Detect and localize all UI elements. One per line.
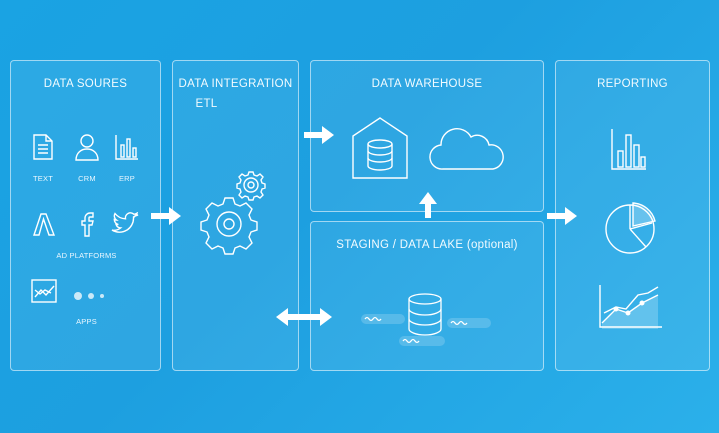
facebook-icon xyxy=(79,211,95,237)
source-label-erp: ERP xyxy=(118,174,136,183)
source-label-text: TEXT xyxy=(33,174,53,183)
pie-chart-icon xyxy=(604,201,660,257)
adwords-icon xyxy=(31,211,57,237)
document-icon xyxy=(32,133,54,161)
arrow-right-icon xyxy=(545,205,579,227)
line-chart-icon xyxy=(31,279,57,303)
etl-subtitle: ETL xyxy=(195,98,218,110)
arrow-right-icon xyxy=(149,205,183,227)
data-sources-panel: DATA SOURES TEXT CRM ERP AD PLATFORMS xyxy=(10,60,161,371)
app-dots-icon xyxy=(73,291,107,301)
source-label-crm: CRM xyxy=(78,174,96,183)
data-warehouse-title: DATA WAREHOUSE xyxy=(371,78,483,90)
area-line-chart-icon xyxy=(598,283,664,329)
twitter-icon xyxy=(110,212,140,236)
staging-data-lake-panel: STAGING / DATA LAKE (optional) xyxy=(310,221,544,371)
bar-chart-icon xyxy=(114,133,140,161)
arrow-up-icon xyxy=(417,190,439,220)
cloud-icon xyxy=(429,127,507,171)
data-integration-title: DATA INTEGRATION xyxy=(178,78,293,90)
gears-icon xyxy=(197,166,277,256)
bidirectional-arrow-icon xyxy=(274,306,334,328)
arrow-right-icon xyxy=(302,124,336,146)
data-warehouse-panel: DATA WAREHOUSE xyxy=(310,60,544,212)
database-waves-icon xyxy=(359,292,495,350)
data-integration-panel: DATA INTEGRATION ETL xyxy=(172,60,299,371)
ad-platforms-label: AD PLATFORMS xyxy=(56,251,117,260)
reporting-panel: REPORTING xyxy=(555,60,710,371)
apps-label: APPS xyxy=(76,317,97,326)
warehouse-database-icon xyxy=(351,116,409,180)
bar-chart-icon xyxy=(610,127,648,171)
data-sources-title: DATA SOURES xyxy=(43,78,128,90)
reporting-title: REPORTING xyxy=(597,78,668,90)
user-icon xyxy=(74,133,100,161)
staging-data-lake-title: STAGING / DATA LAKE (optional) xyxy=(336,239,518,251)
